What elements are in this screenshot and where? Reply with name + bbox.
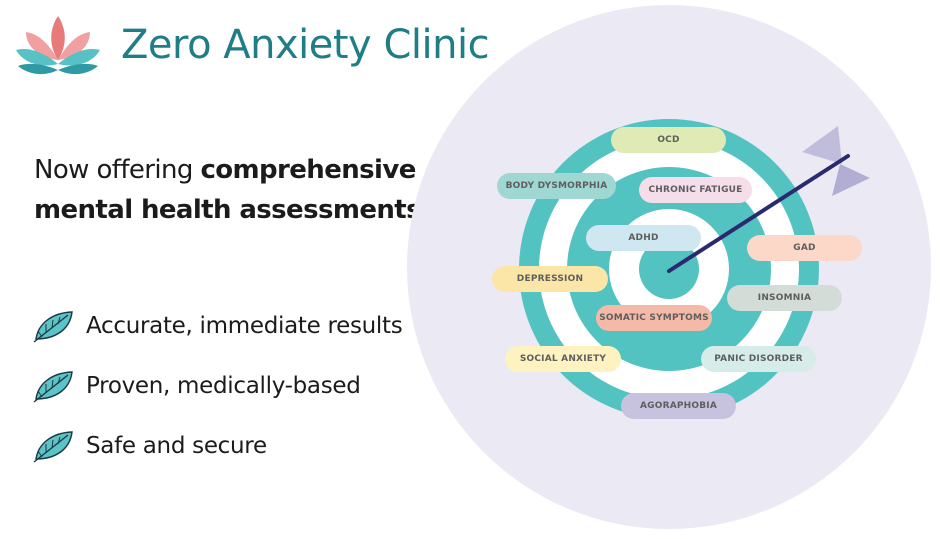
- condition-panic-disorder: PANIC DISORDER: [701, 346, 816, 372]
- condition-agoraphobia: AGORAPHOBIA: [621, 393, 736, 419]
- condition-somatic-symptoms: SOMATIC SYMPTOMS: [596, 305, 712, 331]
- condition-gad: GAD: [747, 235, 862, 261]
- condition-insomnia: INSOMNIA: [727, 285, 842, 311]
- condition-adhd: ADHD: [586, 225, 701, 251]
- feature-item: Accurate, immediate results: [32, 296, 403, 356]
- lotus-icon: [16, 16, 100, 75]
- headline-bold: comprehensive mental health assessments: [34, 155, 422, 225]
- headline-prefix: Now offering: [34, 155, 201, 185]
- feature-text: Proven, medically-based: [86, 373, 361, 399]
- headline: Now offering comprehensive mental health…: [34, 150, 474, 230]
- leaf-icon: [33, 311, 73, 343]
- feature-text: Safe and secure: [86, 433, 267, 459]
- condition-ocd: OCD: [611, 127, 726, 153]
- feature-text: Accurate, immediate results: [86, 313, 403, 339]
- feature-item: Safe and secure: [32, 416, 402, 476]
- condition-chronic-fatigue: CHRONIC FATIGUE: [639, 177, 752, 203]
- arrow-icon: [667, 126, 870, 273]
- clinic-name: Zero Anxiety Clinic: [121, 22, 490, 68]
- leaf-icon: [33, 431, 73, 463]
- feature-list: Accurate, immediate results Proven, medi…: [32, 296, 403, 476]
- leaf-icon: [33, 371, 73, 403]
- feature-item: Proven, medically-based: [32, 356, 402, 416]
- condition-body-dysmorphia: BODY DYSMORPHIA: [497, 173, 616, 199]
- condition-depression: DEPRESSION: [492, 266, 608, 292]
- condition-social-anxiety: SOCIAL ANXIETY: [505, 346, 621, 372]
